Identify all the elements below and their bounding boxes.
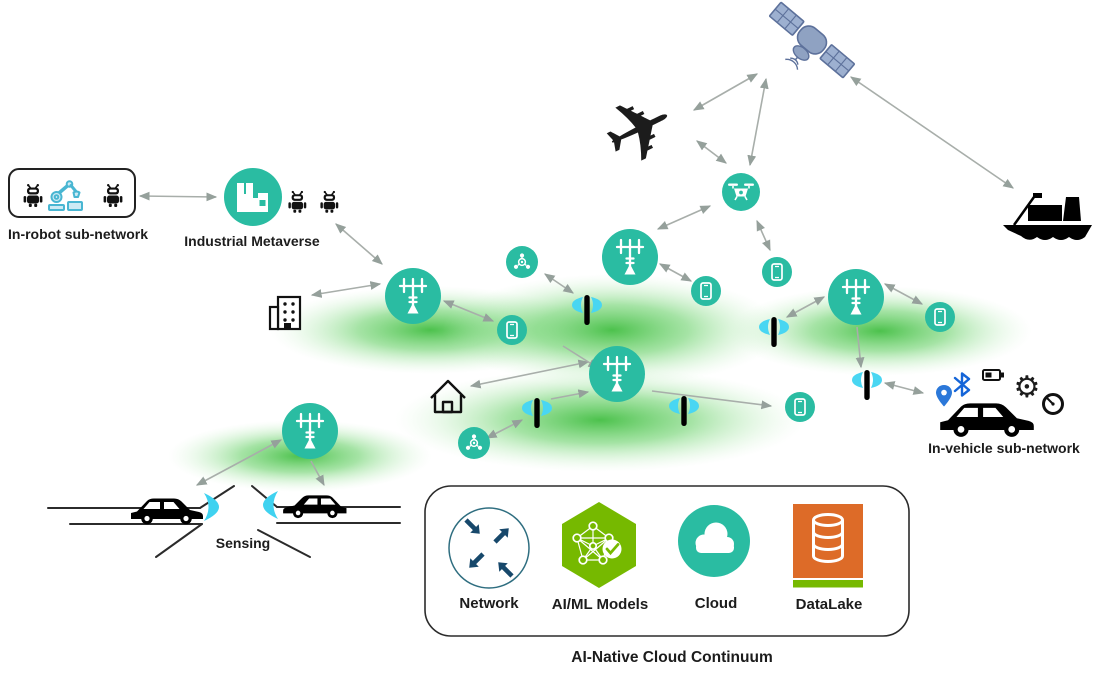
link-S1-N1 <box>544 273 574 294</box>
factory-icon <box>224 168 282 226</box>
edge-node-icon <box>505 245 539 279</box>
sensing-label: Sensing <box>216 535 270 551</box>
robot-icon <box>319 190 340 214</box>
link-drone-P3 <box>756 219 771 252</box>
link-baseD-P4 <box>883 283 924 305</box>
base-station-icon <box>587 344 647 404</box>
link-baseB-P2 <box>658 263 693 282</box>
bluetooth-icon <box>953 372 971 397</box>
legend-label-network: Network <box>459 595 519 612</box>
base-station-icon <box>826 267 886 327</box>
link-baseE-sensor <box>195 439 283 486</box>
car-icon <box>131 498 203 525</box>
base-station-icon <box>600 227 660 287</box>
link-baseB-drone <box>656 205 712 230</box>
ship-icon <box>1003 193 1092 240</box>
legend-label-datalake: DataLake <box>796 596 863 613</box>
mobile-device-icon <box>761 256 793 288</box>
link-baseE-car <box>310 460 325 487</box>
car-icon <box>283 495 347 519</box>
sensing-scene: Sensing <box>47 485 401 558</box>
in-vehicle-subnetwork: ⚙ In-vehicle sub-network <box>928 369 1080 456</box>
link-baseC-P5 <box>651 390 773 410</box>
link-robots-baseA <box>335 223 383 265</box>
link-baseA-P1 <box>442 300 495 322</box>
link-baseD-S3 <box>855 326 865 369</box>
legend-box: Network AI/ML Models Cloud DataLake <box>424 485 910 637</box>
drone-icon <box>722 173 760 211</box>
industrial-metaverse-label: Industrial Metaverse <box>184 233 320 249</box>
mobile-device-icon <box>784 391 816 423</box>
aiml-legend-icon <box>562 502 636 588</box>
industrial-metaverse: Industrial Metaverse <box>184 168 340 249</box>
network-legend-icon <box>448 507 530 589</box>
airplane-icon: ✈ <box>586 70 695 191</box>
mobile-device-icon <box>924 301 956 333</box>
link-plane-drone <box>696 140 727 164</box>
house-icon <box>430 379 466 414</box>
satellite-icon <box>769 1 855 79</box>
gauge-icon <box>1042 393 1064 415</box>
legend-label-cloud: Cloud <box>695 595 738 612</box>
link-plane-satellite <box>692 73 759 111</box>
base-station-icon <box>383 266 443 326</box>
legend-label-aiml: AI/ML Models <box>552 596 648 613</box>
vehicle-car-icon <box>940 403 1034 437</box>
building-icon <box>268 295 302 331</box>
location-pin-icon <box>936 385 952 407</box>
link-robotbox-factory <box>138 191 218 202</box>
link-building-baseA <box>310 281 382 298</box>
link-house-baseC <box>469 359 590 389</box>
cloud-legend-icon <box>678 505 750 577</box>
in-robot-subnetwork: In-robot sub-network <box>8 168 148 242</box>
robot-icon <box>287 190 308 214</box>
base-station-icon <box>280 401 340 461</box>
link-satellite-ship <box>850 76 1014 189</box>
gear-icon: ⚙ <box>1014 370 1041 405</box>
in-vehicle-label: In-vehicle sub-network <box>928 440 1080 456</box>
link-S3-vehicle <box>883 381 925 395</box>
link-S4-baseC <box>550 389 590 400</box>
link-baseD-S2 <box>785 296 826 318</box>
in-robot-label: In-robot sub-network <box>8 226 148 242</box>
mobile-device-icon <box>496 314 528 346</box>
edge-node-icon <box>457 426 491 460</box>
links <box>138 73 1014 487</box>
link-N2-S4 <box>485 419 524 439</box>
datalake-legend-icon <box>793 504 863 588</box>
continuum-title: AI-Native Cloud Continuum <box>571 649 773 666</box>
battery-icon <box>982 369 1004 381</box>
small-cell-antenna-icon <box>852 370 882 400</box>
link-satellite-drone <box>747 77 769 167</box>
mobile-device-icon <box>690 275 722 307</box>
